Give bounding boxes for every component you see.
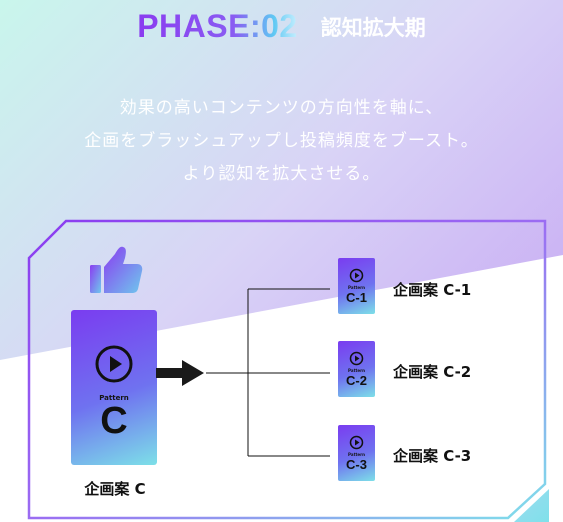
sub-plan-pattern-text: Pattern — [348, 285, 365, 290]
sub-plan-letter: C-2 — [346, 373, 367, 388]
description-line-1: 効果の高いコンテンツの方向性を軸に、 — [119, 98, 444, 118]
sub-plan-pattern-text: Pattern — [348, 368, 365, 373]
description-line-3: より認知を拡大させる。 — [182, 164, 381, 184]
sub-plan-card-1: Pattern C-1 — [338, 258, 375, 314]
main-plan-letter: C — [100, 400, 128, 442]
play-icon — [349, 351, 364, 366]
main-plan-pattern-text: Pattern — [99, 394, 129, 402]
sub-plan-label-2: 企画案 C-2 — [393, 363, 472, 381]
main-plan-label: 企画案 C — [84, 480, 146, 498]
main-plan-card: Pattern C — [71, 310, 157, 465]
description: 効果の高いコンテンツの方向性を軸に、 企画をブラッシュアップし投稿頻度をブースト… — [0, 92, 563, 191]
play-icon — [95, 345, 133, 383]
description-line-2: 企画をブラッシュアップし投稿頻度をブースト。 — [84, 131, 479, 151]
sub-plan-label-1: 企画案 C-1 — [393, 281, 472, 299]
phase-subtitle: 認知拡大期 — [320, 15, 426, 40]
sub-plan-letter: C-1 — [346, 290, 367, 305]
sub-plan-pattern-text: Pattern — [348, 452, 365, 457]
phase-header: PHASE:02 認知拡大期 — [0, 8, 563, 45]
phase-title: PHASE:02 — [137, 8, 298, 44]
sub-plan-letter: C-3 — [346, 457, 367, 472]
sub-plan-label-3: 企画案 C-3 — [393, 447, 472, 465]
play-icon — [349, 435, 364, 450]
right-arrow-icon — [156, 360, 204, 386]
play-icon — [349, 268, 364, 283]
sub-plan-card-3: Pattern C-3 — [338, 425, 375, 481]
sub-plan-card-2: Pattern C-2 — [338, 341, 375, 397]
thumbs-up-icon — [90, 246, 143, 293]
